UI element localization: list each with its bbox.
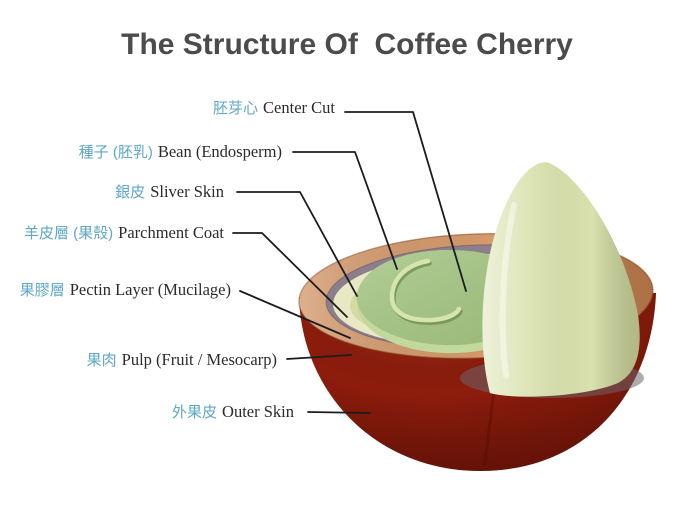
- label-outer-skin-en: Outer Skin: [222, 402, 294, 421]
- leader-pulp: [286, 354, 352, 360]
- label-pulp: 果肉 Pulp (Fruit / Mesocarp): [87, 350, 277, 370]
- leader-outer-skin: [307, 411, 371, 414]
- leader-parchment-coat: [232, 232, 348, 318]
- center-cut-crease: [389, 258, 462, 323]
- leader-pectin-layer: [239, 290, 351, 339]
- label-center-cut: 胚芽心 Center Cut: [213, 98, 335, 118]
- leader-bean: [292, 151, 398, 270]
- label-sliver-skin: 銀皮 Sliver Skin: [115, 182, 224, 202]
- label-sliver-skin-zh: 銀皮: [115, 184, 146, 201]
- diagram-title: The Structure Of Coffee Cherry: [121, 28, 573, 61]
- label-pulp-en: Pulp (Fruit / Mesocarp): [121, 350, 277, 369]
- label-outer-skin: 外果皮 Outer Skin: [172, 402, 294, 422]
- label-parchment-coat-zh: 羊皮層 (果殼): [23, 225, 114, 242]
- label-center-cut-zh: 胚芽心: [213, 100, 259, 117]
- label-pectin-layer-zh: 果膠層: [19, 282, 65, 299]
- leader-sliver-skin: [236, 191, 358, 297]
- label-sliver-skin-en: Sliver Skin: [150, 182, 224, 201]
- label-bean: 種子 (胚乳) Bean (Endosperm): [79, 142, 282, 162]
- label-parchment-coat: 羊皮層 (果殼) Parchment Coat: [24, 223, 224, 243]
- bean-upright-shading: [482, 162, 640, 397]
- bean-upright-ridge-highlight: [499, 202, 517, 379]
- label-pectin-layer-en: Pectin Layer (Mucilage): [69, 280, 231, 299]
- label-outer-skin-zh: 外果皮: [172, 404, 218, 421]
- label-pectin-layer: 果膠層 Pectin Layer (Mucilage): [20, 280, 231, 300]
- label-bean-en: Bean (Endosperm): [157, 142, 282, 161]
- leader-center-cut: [344, 111, 467, 292]
- label-parchment-coat-en: Parchment Coat: [118, 223, 224, 242]
- label-pulp-zh: 果肉: [86, 352, 117, 369]
- label-bean-zh: 種子 (胚乳): [78, 144, 153, 161]
- label-center-cut-en: Center Cut: [263, 98, 335, 117]
